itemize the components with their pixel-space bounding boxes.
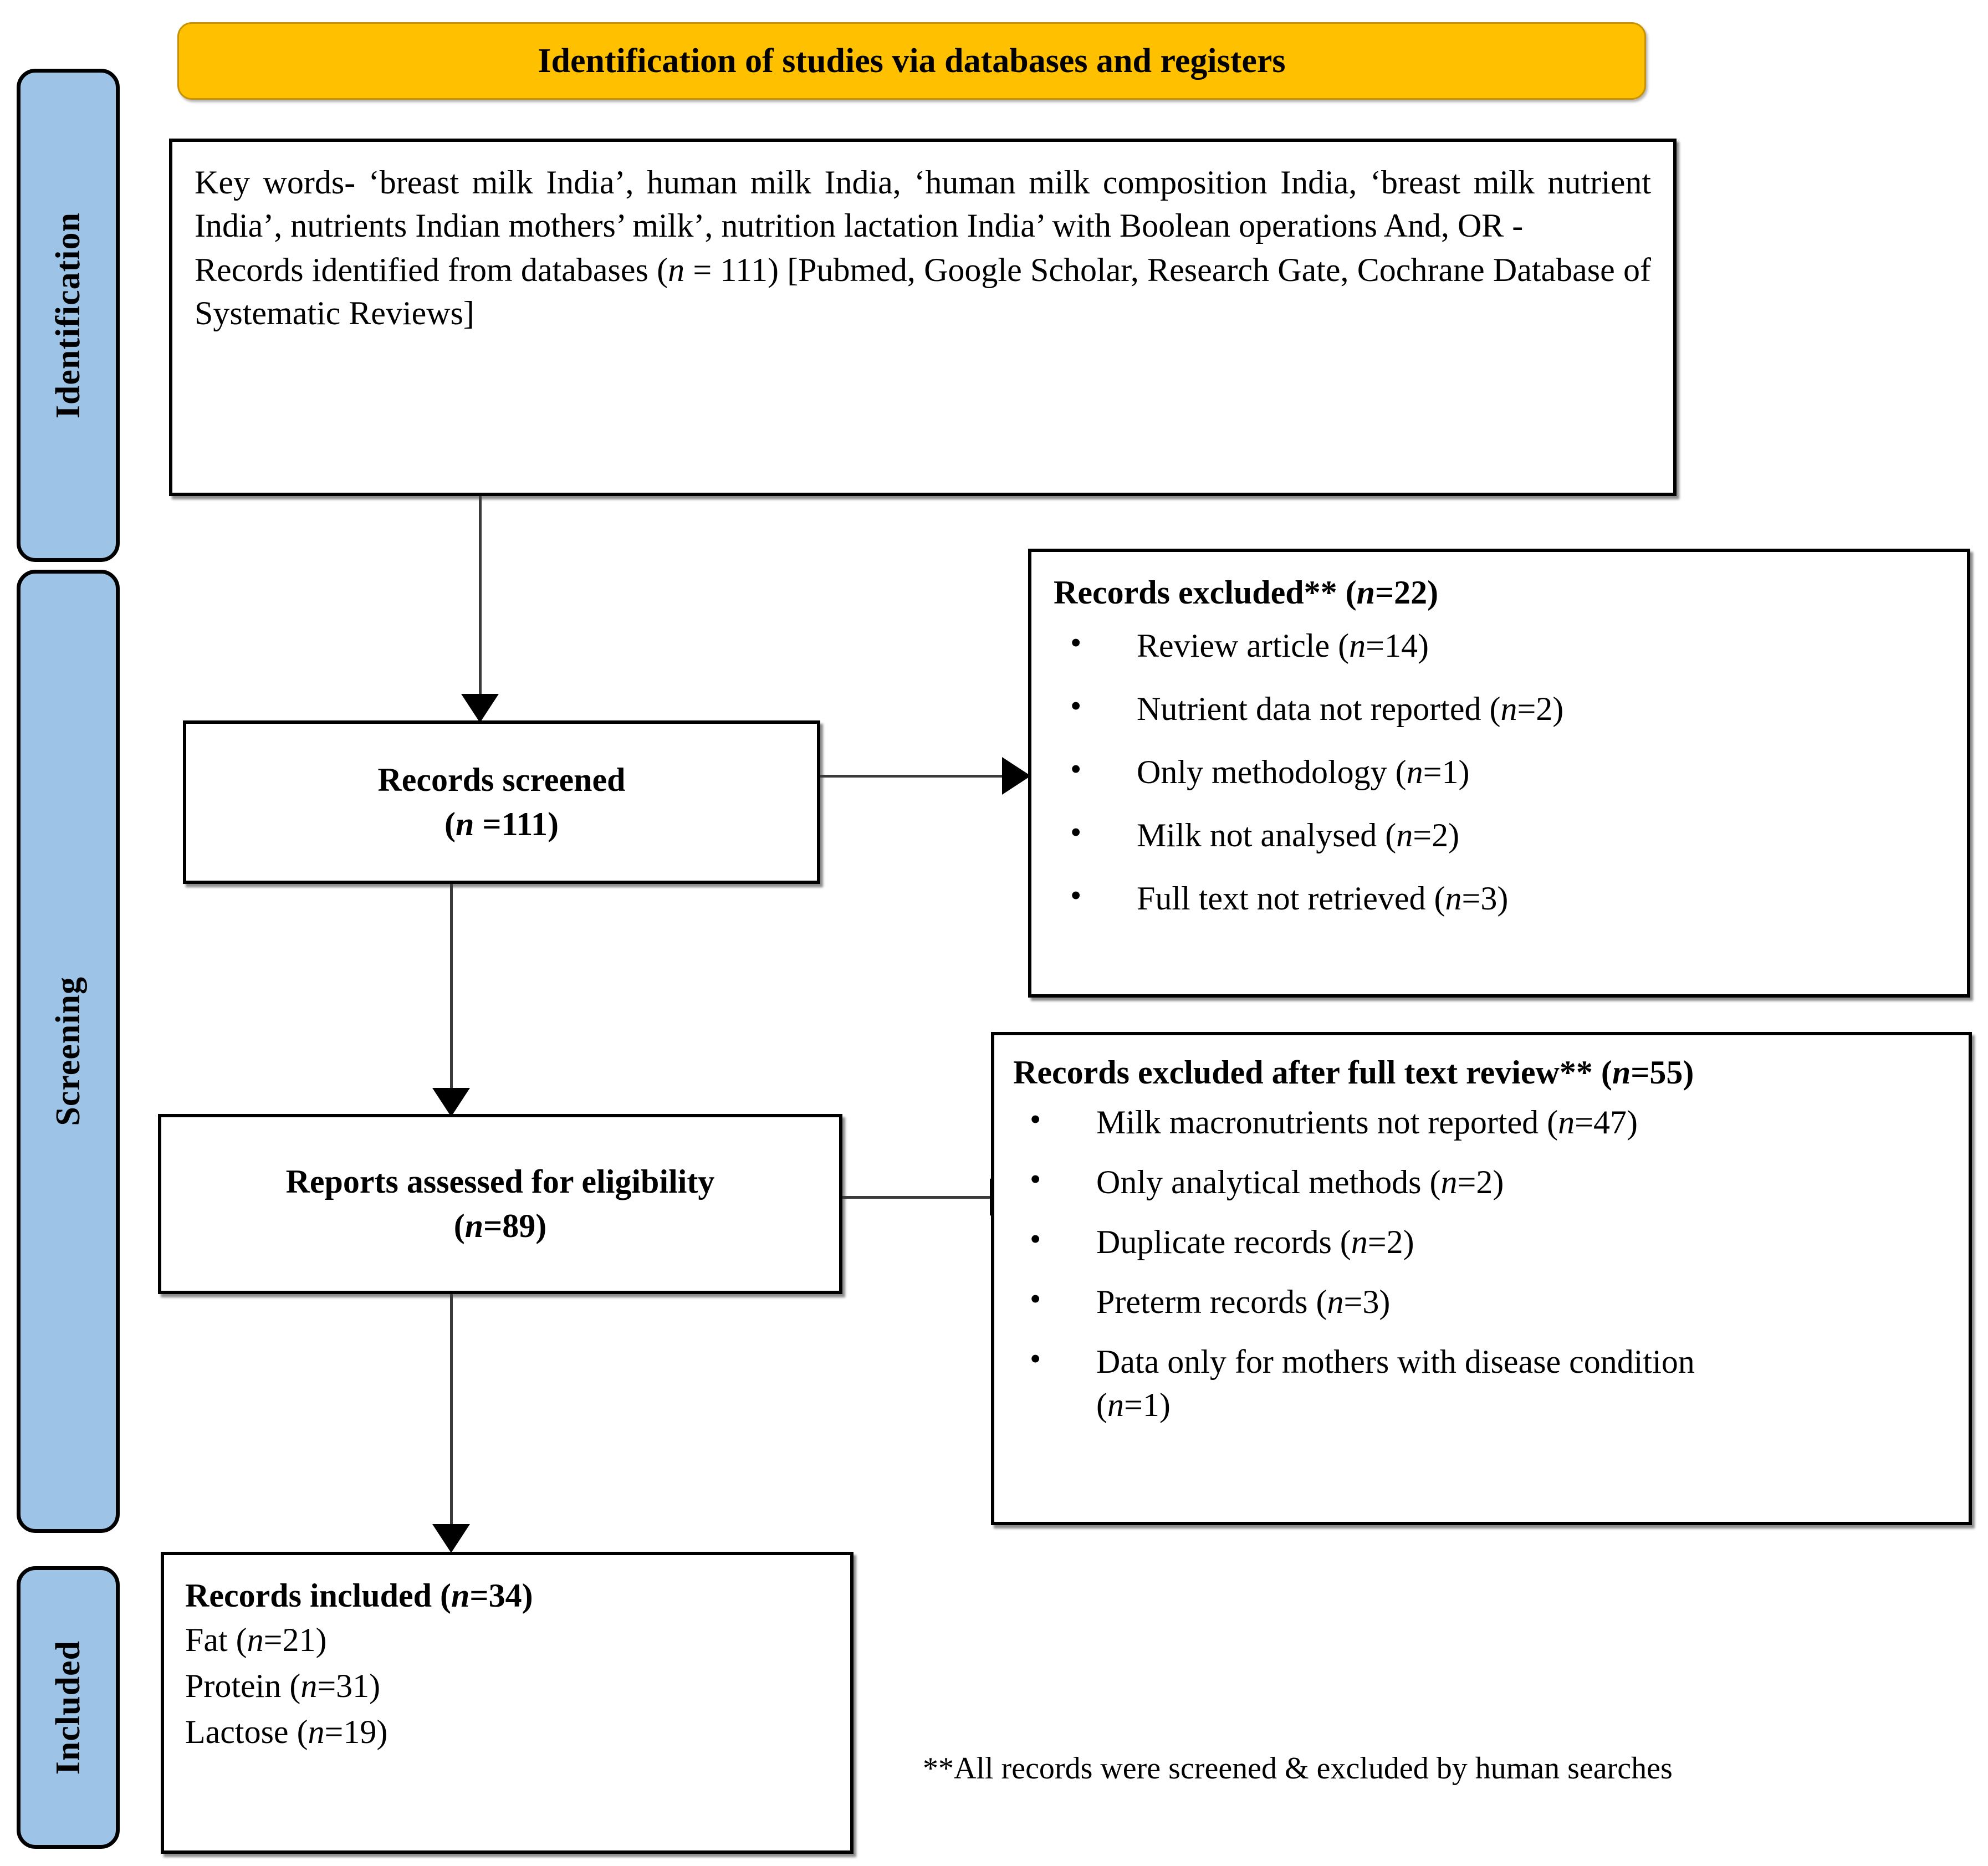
connector-assessed-to-fulltext-excluded bbox=[842, 1196, 1020, 1199]
records-excluded-box: Records excluded** (n=22) Review article… bbox=[1028, 549, 1970, 998]
italic-n: n bbox=[464, 1207, 484, 1244]
records-included-row-fat: Fat (n=21) bbox=[185, 1622, 327, 1658]
stage-band-included: Included bbox=[17, 1566, 120, 1849]
italic-n: n bbox=[1351, 1224, 1368, 1260]
excluded-after-fulltext-box: Records excluded after full text review*… bbox=[991, 1032, 1972, 1525]
reports-assessed-box: Reports assessed for eligibility (n=89) bbox=[158, 1114, 842, 1294]
records-excluded-heading: Records excluded** (n=22) bbox=[1054, 574, 1439, 611]
list-item: Milk macronutrients not reported (n=47) bbox=[1013, 1098, 1950, 1144]
list-item: Data only for mothers with disease condi… bbox=[1013, 1338, 1950, 1427]
italic-n: n bbox=[451, 1577, 470, 1614]
italic-n: n bbox=[1612, 1054, 1631, 1091]
stage-label-included: Included bbox=[49, 1640, 87, 1775]
list-item: Only analytical methods (n=2) bbox=[1013, 1158, 1950, 1204]
records-screened-count: (n =111) bbox=[444, 805, 559, 842]
records-excluded-list: Review article (n=14) Nutrient data not … bbox=[1054, 622, 1945, 920]
records-included-heading: Records included (n=34) bbox=[185, 1577, 533, 1614]
reports-assessed-title: Reports assessed for eligibility bbox=[285, 1163, 715, 1200]
reports-assessed-count: (n=89) bbox=[453, 1207, 547, 1244]
stage-band-identification: Identification bbox=[17, 69, 120, 562]
connector-screened-to-excluded bbox=[820, 775, 1031, 778]
identification-keywords-text: Key words- ‘breast milk India’, human mi… bbox=[195, 164, 1651, 244]
italic-n: n bbox=[1500, 691, 1517, 727]
italic-n: n bbox=[668, 252, 685, 288]
italic-n: n bbox=[1327, 1284, 1344, 1320]
italic-n: n bbox=[308, 1713, 325, 1750]
arrow-identification-to-screened bbox=[461, 694, 499, 723]
italic-n: n bbox=[1558, 1104, 1575, 1141]
identification-box: Key words- ‘breast milk India’, human mi… bbox=[169, 139, 1677, 496]
records-screened-box: Records screened (n =111) bbox=[183, 720, 820, 884]
excluded-fulltext-list: Milk macronutrients not reported (n=47) … bbox=[1013, 1098, 1950, 1427]
list-item: Duplicate records (n=2) bbox=[1013, 1218, 1950, 1264]
stage-label-screening: Screening bbox=[49, 977, 87, 1126]
list-item: Preterm records (n=3) bbox=[1013, 1278, 1950, 1323]
records-included-row-lactose: Lactose (n=19) bbox=[185, 1713, 388, 1750]
footnote-text: **All records were screened & excluded b… bbox=[923, 1751, 1673, 1786]
arrow-assessed-to-included bbox=[432, 1524, 470, 1553]
italic-n: n bbox=[456, 805, 474, 842]
italic-n: n bbox=[1349, 627, 1366, 664]
italic-n: n bbox=[1356, 574, 1375, 611]
connector-screened-to-assessed bbox=[450, 884, 453, 1114]
list-item: Full text not retrieved (n=3) bbox=[1054, 875, 1945, 920]
records-included-row-protein: Protein (n=31) bbox=[185, 1667, 381, 1704]
stage-label-identification: Identification bbox=[49, 212, 87, 419]
connector-assessed-to-included bbox=[450, 1294, 453, 1550]
list-item: Nutrient data not reported (n=2) bbox=[1054, 685, 1945, 730]
banner-title: Identification of studies via databases … bbox=[538, 42, 1286, 80]
italic-n: n bbox=[1440, 1164, 1458, 1200]
italic-n: n bbox=[1406, 754, 1423, 790]
diagram-banner: Identification of studies via databases … bbox=[177, 22, 1646, 100]
excluded-fulltext-heading: Records excluded after full text review*… bbox=[1013, 1054, 1694, 1091]
arrow-screened-to-assessed bbox=[432, 1088, 470, 1117]
list-item: Only methodology (n=1) bbox=[1054, 748, 1945, 794]
connector-identification-to-screened bbox=[479, 496, 482, 720]
italic-n: n bbox=[300, 1667, 318, 1704]
list-item: Review article (n=14) bbox=[1054, 622, 1945, 667]
italic-n: n bbox=[1396, 817, 1413, 853]
identification-records-text: Records identified from databases (n = 1… bbox=[195, 252, 1652, 331]
arrow-screened-to-excluded bbox=[1002, 757, 1031, 795]
stage-band-screening: Screening bbox=[17, 570, 120, 1533]
italic-n: n bbox=[1445, 880, 1462, 917]
italic-n: n bbox=[247, 1622, 264, 1658]
records-included-box: Records included (n=34) Fat (n=21) Prote… bbox=[161, 1552, 854, 1854]
italic-n: n bbox=[1107, 1387, 1124, 1423]
records-screened-title: Records screened bbox=[377, 761, 626, 799]
list-item: Milk not analysed (n=2) bbox=[1054, 811, 1945, 857]
